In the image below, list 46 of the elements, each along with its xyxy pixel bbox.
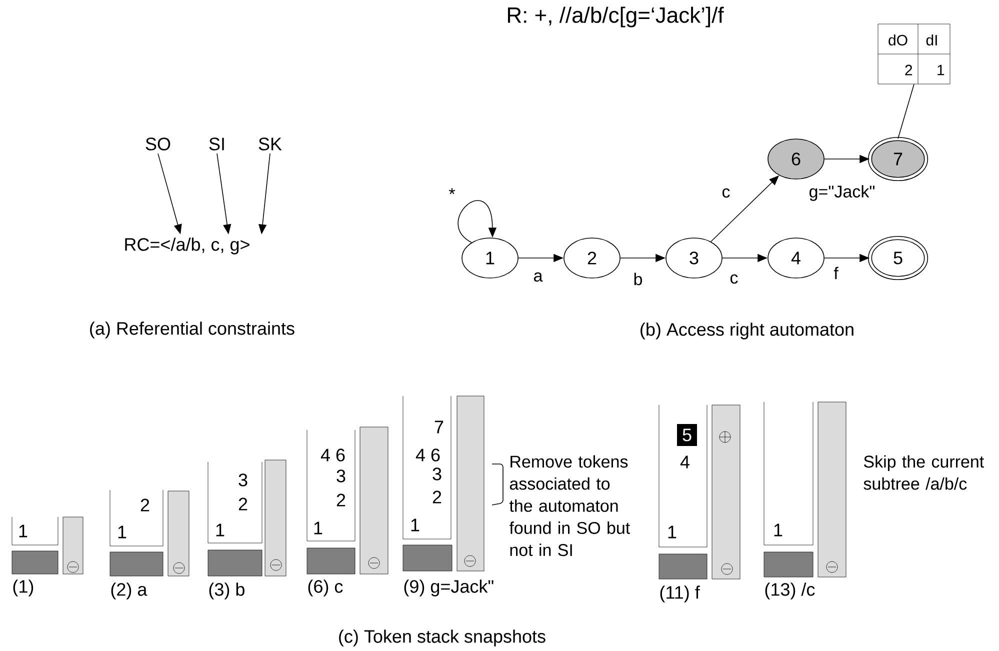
token-number: 1 [118,526,126,538]
edge-label: c [720,187,732,199]
snapshot-caption: (9) g=Jack" [404,580,494,596]
panel-caption: (c) Token stack snapshots [339,630,546,646]
token-number: 2 [432,490,442,504]
constraint-text: SO [146,138,170,150]
token-number: 4 6 [416,448,440,462]
constraint-text: RC=</a/b, c, g> [125,238,250,254]
snapshot-caption: (6) c [308,580,343,596]
edge-label: c [728,273,740,285]
token-number: 2 [140,498,150,512]
snapshot-caption: (1) [13,580,34,596]
constraint-text: SK [258,138,282,150]
highlighted-token: 5 [677,424,697,446]
token-number: 3 [432,468,442,480]
token-number: 1 [411,518,420,532]
snapshot-caption: (11) f [660,586,700,602]
constraint-text: SI [209,138,224,150]
edge-label: * [448,187,456,201]
note-text: Remove tokens associated to the automaton found in SO but not in SI [509,455,630,556]
token-number: 1 [314,522,322,534]
edge-label: b [632,272,644,286]
snapshot-caption: (13) /c [765,582,815,600]
token-number: 7 [434,420,444,434]
snapshot-caption: (2) a [111,582,148,600]
token-number: 4 6 [320,448,345,462]
counter-table: dO dI 2 1 [878,24,950,84]
note-text: Skip the current subtree /a/b/c [864,455,984,490]
panel-caption: (a) Referential constraints [90,322,294,338]
token-number: 3 [238,474,248,486]
panel-caption: (b) Access right automaton [640,322,854,340]
token-number: 1 [668,526,676,538]
token-number: 4 [680,456,690,468]
token-number: 1 [216,524,224,536]
token-number: 2 [336,494,346,506]
loop-arrow [458,200,497,243]
edge-label: f [832,266,840,280]
heading: R: +, //a/b/c[g=‘Jack’]/f [508,6,724,28]
leader-line [898,84,914,139]
edge-label: a [532,271,544,283]
edge-label: g="Jack" [808,184,876,202]
token-number: 1 [774,524,782,536]
token-number: 3 [336,470,346,482]
token-number: 2 [238,498,248,510]
token-number: 1 [19,524,28,538]
snapshot-caption: (3) b [209,582,244,600]
